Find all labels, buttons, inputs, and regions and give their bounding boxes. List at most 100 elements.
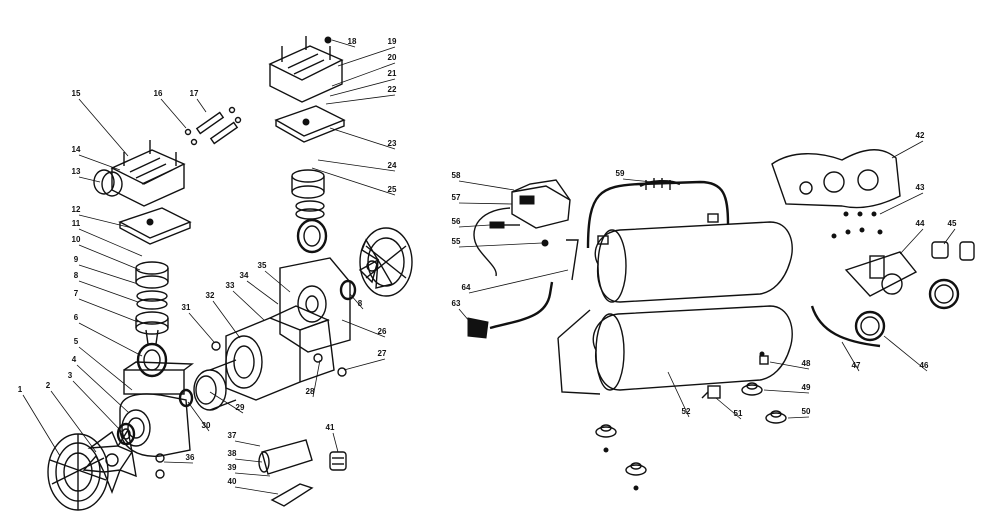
leader-line-1 bbox=[22, 394, 61, 457]
callout-label: 26 bbox=[378, 327, 387, 336]
callout-label: 9 bbox=[74, 255, 79, 264]
callout-label: 51 bbox=[734, 409, 743, 418]
tank-lower bbox=[592, 305, 793, 391]
leader-line-49 bbox=[763, 389, 810, 394]
callout-label: 3 bbox=[68, 371, 73, 380]
crankcase-left bbox=[119, 361, 195, 463]
callout-label: 23 bbox=[388, 139, 397, 148]
leader-line-44 bbox=[899, 228, 924, 255]
fitting-55 bbox=[541, 239, 549, 247]
callout-label: 17 bbox=[190, 89, 199, 98]
callout-label: 50 bbox=[802, 407, 811, 416]
fan-right bbox=[358, 238, 394, 289]
leader-line-34 bbox=[246, 280, 279, 305]
screws-43 bbox=[831, 211, 883, 239]
leader-line-38 bbox=[234, 458, 263, 463]
leader-line-59 bbox=[622, 178, 653, 183]
leader-line-15 bbox=[78, 98, 129, 157]
callout-label: 29 bbox=[236, 403, 245, 412]
fan-left bbox=[82, 428, 137, 494]
callout-label: 20 bbox=[388, 53, 397, 62]
hose-63 bbox=[467, 281, 554, 339]
connecting-rod-left bbox=[136, 329, 168, 378]
air-filter-left bbox=[93, 169, 123, 197]
leader-line-8 bbox=[78, 280, 139, 303]
leader-line-22 bbox=[325, 94, 396, 105]
callout-label: 28 bbox=[306, 387, 315, 396]
leader-line-20 bbox=[331, 62, 396, 87]
callout-label: 45 bbox=[948, 219, 957, 228]
callout-label: 37 bbox=[228, 431, 237, 440]
leader-line-19 bbox=[337, 46, 396, 67]
hose-47 bbox=[810, 305, 881, 348]
leader-line-45 bbox=[943, 228, 956, 245]
valve-plate-right bbox=[274, 105, 346, 143]
leader-line-26 bbox=[341, 319, 386, 338]
callout-label: 59 bbox=[616, 169, 625, 178]
callout-label: 10 bbox=[72, 235, 81, 244]
cord-57 bbox=[473, 207, 511, 277]
leader-line-6 bbox=[78, 322, 143, 357]
leader-line-2 bbox=[50, 390, 97, 453]
callout-label: 39 bbox=[228, 463, 237, 472]
cylinder-head-left bbox=[110, 140, 186, 207]
piston-left bbox=[135, 290, 169, 335]
callout-label: 44 bbox=[916, 219, 925, 228]
bearing-30 bbox=[178, 388, 194, 408]
leader-line-25 bbox=[311, 167, 396, 196]
leader-line-55 bbox=[458, 242, 543, 248]
leader-line-52 bbox=[667, 371, 690, 418]
leader-line-46 bbox=[883, 335, 928, 372]
callout-label: 16 bbox=[154, 89, 163, 98]
manifold-44 bbox=[844, 251, 918, 297]
callout-label: 41 bbox=[326, 423, 335, 432]
callout-label: 48 bbox=[802, 359, 811, 368]
leader-line-14 bbox=[78, 154, 121, 171]
leader-line-40 bbox=[234, 486, 279, 495]
pressure-switch-58 bbox=[511, 179, 571, 229]
leader-line-39 bbox=[234, 472, 271, 477]
leader-line-37 bbox=[234, 440, 261, 447]
leader-line-7 bbox=[78, 298, 139, 323]
handle-40 bbox=[270, 483, 314, 507]
callout-label: 21 bbox=[388, 69, 397, 78]
callout-label: 58 bbox=[452, 171, 461, 180]
callout-label: 33 bbox=[226, 281, 235, 290]
callout-label: 49 bbox=[802, 383, 811, 392]
callout-label: 6 bbox=[74, 313, 79, 322]
bearing-right bbox=[339, 279, 357, 301]
leader-line-4 bbox=[76, 364, 129, 413]
connecting-rod-right bbox=[296, 218, 328, 254]
leader-line-27 bbox=[343, 358, 386, 371]
callout-label: 36 bbox=[186, 453, 195, 462]
leader-line-51 bbox=[715, 397, 742, 420]
callout-label: 52 bbox=[682, 407, 691, 416]
leader-line-28 bbox=[312, 359, 321, 398]
callout-label: 64 bbox=[462, 283, 471, 292]
callout-label: 40 bbox=[228, 477, 237, 486]
tubes-17 bbox=[184, 106, 242, 146]
switch-41 bbox=[329, 451, 347, 471]
callout-label: 32 bbox=[206, 291, 215, 300]
leader-line-42 bbox=[891, 140, 924, 159]
leader-line-17 bbox=[196, 98, 207, 113]
tank-upper bbox=[594, 221, 793, 303]
leader-line-57 bbox=[458, 202, 513, 205]
leader-line-36 bbox=[163, 461, 194, 464]
leader-line-11 bbox=[78, 228, 143, 257]
leader-line-3 bbox=[72, 380, 123, 433]
leader-line-63 bbox=[458, 308, 471, 323]
leader-line-24 bbox=[317, 159, 396, 172]
panel-42 bbox=[771, 149, 901, 209]
leader-line-21 bbox=[329, 78, 396, 97]
rotor-29 bbox=[193, 359, 237, 411]
cylinder-left bbox=[135, 261, 169, 289]
cylinder-right bbox=[291, 169, 325, 199]
tube-64 bbox=[566, 239, 579, 281]
callout-label: 24 bbox=[388, 161, 397, 170]
piston-right bbox=[295, 200, 325, 220]
callout-label: 47 bbox=[852, 361, 861, 370]
leader-line-50 bbox=[787, 416, 810, 419]
callout-label: 31 bbox=[182, 303, 191, 312]
